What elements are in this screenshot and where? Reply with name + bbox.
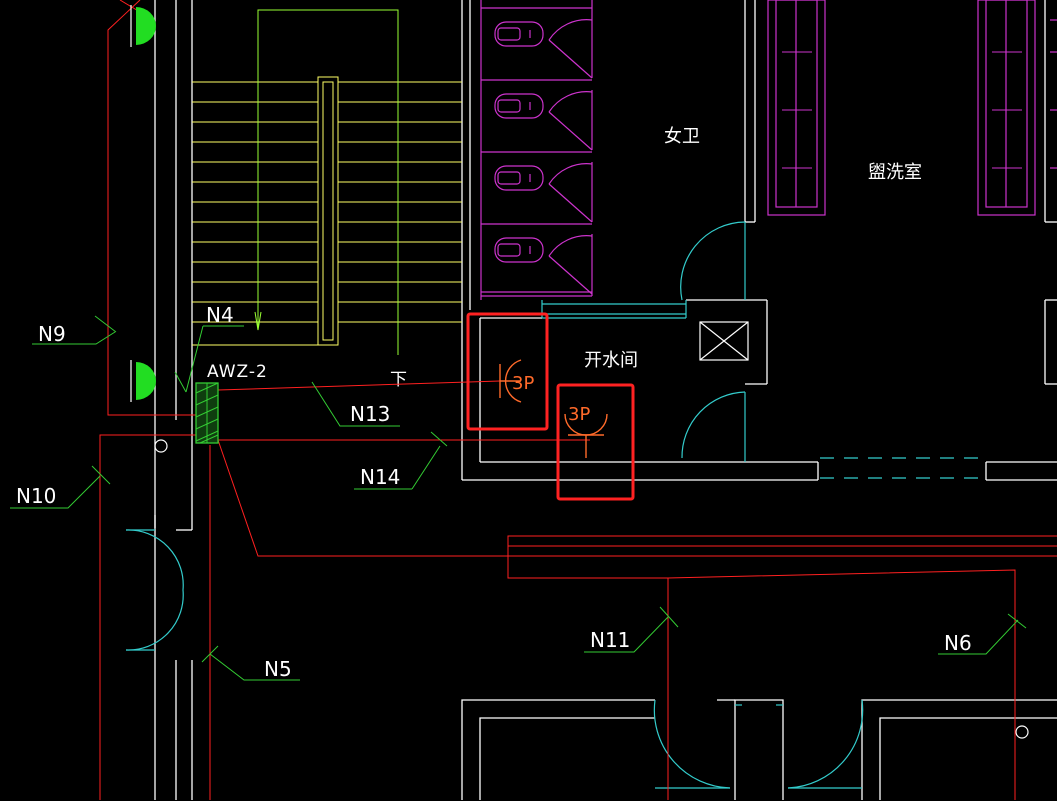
distribution-panel[interactable]: AWZ-2	[195, 362, 268, 444]
room-label-women-wc: 女卫	[664, 126, 700, 147]
staircase: 下	[192, 9, 462, 390]
doors	[125, 221, 986, 789]
wall-lamp-icon[interactable]	[130, 5, 156, 47]
circuit-wiring	[99, 0, 1057, 800]
stair-direction-label: 下	[390, 370, 407, 390]
shaft-icon	[699, 321, 749, 361]
circuit-label-n6: N6	[944, 631, 972, 655]
toilet-icon	[494, 165, 544, 191]
walls	[154, 0, 1057, 800]
circuit-label-n4: N4	[206, 303, 234, 327]
panel-label: AWZ-2	[207, 362, 268, 382]
highlight-box	[556, 383, 635, 501]
toilet-icon	[494, 237, 544, 263]
leaders	[10, 315, 1027, 681]
toilet-icon	[494, 21, 544, 47]
highlight-box	[466, 312, 549, 431]
circuit-label-n11: N11	[590, 628, 630, 652]
socket-icon[interactable]: 3P	[564, 404, 608, 458]
toilet-icon	[494, 93, 544, 119]
room-label-washroom: 盥洗室	[868, 162, 922, 183]
room-label-boiler-room: 开水间	[584, 350, 638, 371]
circuit-label-n13: N13	[350, 402, 390, 426]
socket-label: 3P	[512, 373, 534, 394]
circuit-label-n9: N9	[38, 322, 66, 346]
circuit-label-n5: N5	[264, 657, 292, 681]
circuit-label-n10: N10	[16, 484, 56, 508]
toilet-cubicles	[480, 0, 1057, 300]
column-marker	[1015, 725, 1029, 739]
socket-icon[interactable]: 3P	[499, 359, 534, 403]
circuit-label-n14: N14	[360, 465, 400, 489]
wall-lamp-icon[interactable]	[130, 360, 156, 402]
highlight-boxes	[466, 312, 635, 501]
column-marker	[154, 439, 168, 453]
socket-label: 3P	[568, 404, 590, 425]
